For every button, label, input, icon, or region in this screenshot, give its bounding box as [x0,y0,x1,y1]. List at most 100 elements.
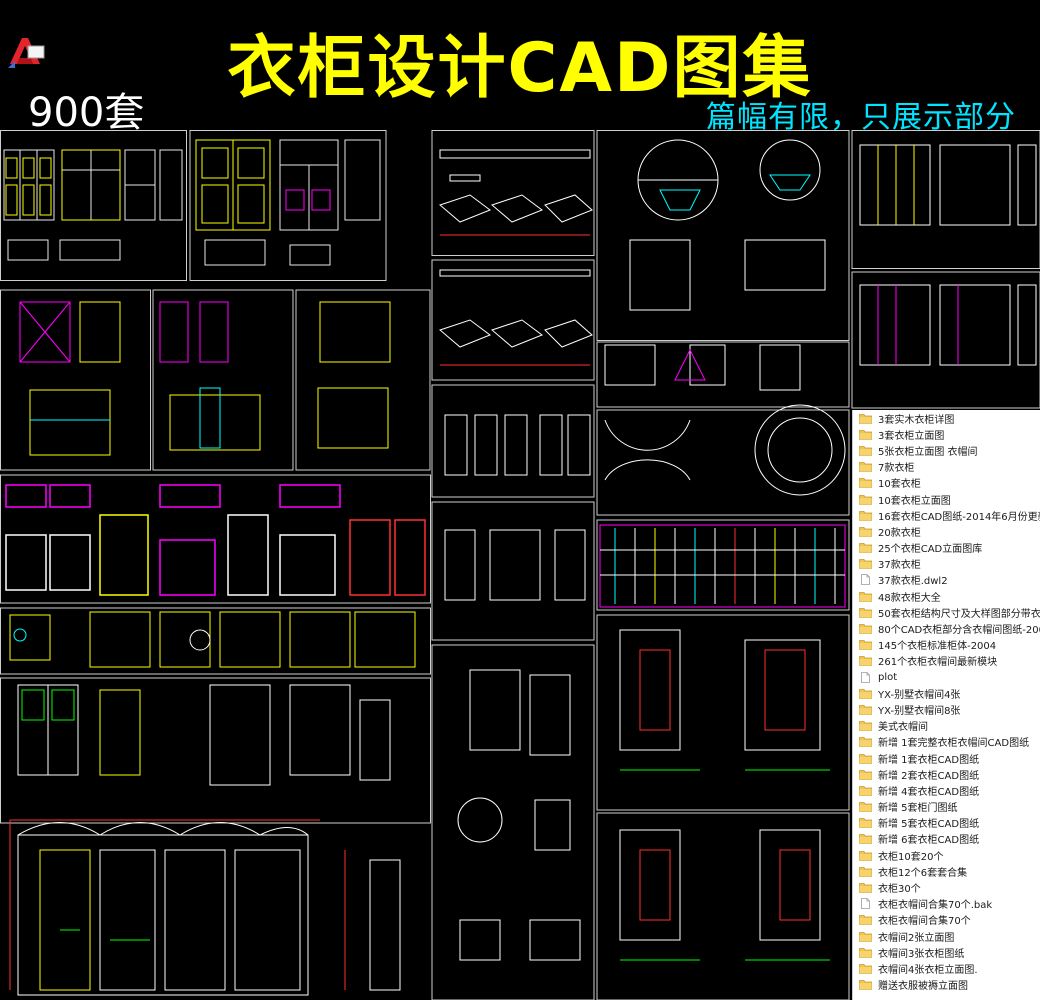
file-list-item[interactable]: 新增 2套衣柜CAD图纸 [853,766,1040,782]
file-list-item[interactable]: plot [853,669,1040,685]
folder-icon [859,737,872,748]
file-list-item-label: 7款衣柜 [878,463,915,475]
file-list-item-label: 衣柜衣帽间合集70个 [878,916,971,928]
file-list-item-label: 37款衣柜.dwl2 [878,576,948,588]
folder-icon [859,947,872,958]
file-list-item[interactable]: YX-别墅衣帽间4张 [853,685,1040,701]
cad-panel [431,259,595,381]
cad-panel [431,644,595,1000]
file-list-item-label: 新增 5套柜门图纸 [878,803,958,815]
folder-icon [859,494,872,505]
cad-panel [0,130,187,281]
file-list-item-label: 3套衣柜立面图 [878,430,945,442]
file-list-item[interactable]: 80个CAD衣柜部分含衣帽间图纸-2004 [853,620,1040,636]
notice-text: 篇幅有限，只展示部分 [706,100,1016,135]
file-list-item[interactable]: 衣柜衣帽间合集70个.bak [853,896,1040,912]
file-list-item-label: 5张衣柜立面图 衣帽间 [878,446,978,458]
folder-icon [859,931,872,942]
cad-panel [596,519,850,611]
file-list-item-label: 衣柜衣帽间合集70个.bak [878,900,993,912]
file-list-item[interactable]: 新增 5套柜门图纸 [853,799,1040,815]
folder-icon [859,559,872,570]
folder-icon [859,802,872,812]
file-list-item[interactable]: 衣帽间2张立面图 [853,928,1040,944]
folder-icon [859,543,872,553]
file-list-item[interactable]: 衣柜10套20个 [853,847,1040,863]
file-list-item[interactable]: 新增 5套衣柜CAD图纸 [853,815,1040,831]
file-list-item-label: 10套衣柜立面图 [878,495,951,507]
cad-panel [295,289,431,471]
file-list-item[interactable]: 美式衣帽间 [853,718,1040,734]
folder-icon [859,640,872,651]
set-count: 900套 [28,90,145,136]
file-list-item[interactable]: 衣柜30个 [853,879,1040,895]
file-icon [861,898,870,910]
file-list-item[interactable]: 37款衣柜.dwl2 [853,572,1040,588]
file-list-item-label: 衣柜30个 [878,884,921,896]
file-list-item-label: 50套衣柜结构尺寸及大样图部分带衣帽... [878,608,1040,620]
file-list-item[interactable]: 10套衣柜立面图 [853,491,1040,507]
file-list-item[interactable]: 10套衣柜 [853,475,1040,491]
file-list-item-label: 261个衣柜衣帽间最新模块 [878,657,998,669]
folder-icon [859,883,872,893]
cad-thumbnail-grid [599,524,846,608]
cad-panel [596,341,850,408]
file-list-item[interactable]: 3套衣柜立面图 [853,426,1040,442]
cad-preview-mosaic [0,130,1040,1000]
folder-icon [859,721,872,732]
file-list-item[interactable]: 衣柜12个6套套合集 [853,863,1040,879]
page-title: 衣柜设计CAD图集 [227,29,813,108]
folder-icon [859,429,872,440]
file-list-item[interactable]: 5张衣柜立面图 衣帽间 [853,442,1040,458]
cad-panel [596,409,850,516]
folder-icon [859,818,872,829]
file-list-item[interactable]: YX-别墅衣帽间8张 [853,701,1040,717]
cad-panel [0,474,431,604]
file-list-item-label: 衣帽间2张立面图 [878,932,955,944]
file-list-item[interactable]: 50套衣柜结构尺寸及大样图部分带衣帽... [853,604,1040,620]
file-list-item[interactable]: 衣帽间3张衣柜图纸 [853,944,1040,960]
folder-icon [859,834,872,845]
folder-icon [859,413,872,424]
file-list-item[interactable]: 赠送衣服被褥立面图 [853,977,1040,993]
folder-icon [859,478,872,489]
file-list-item[interactable]: 新增 1套衣柜CAD图纸 [853,750,1040,766]
cad-panel [0,289,151,471]
file-list-item[interactable]: 新增 1套完整衣柜衣帽间CAD图纸 [853,734,1040,750]
file-list-item-label: 16套衣柜CAD图纸-2014年6月份更新 [878,511,1040,523]
folder-icon [859,446,872,456]
file-list-item-label: 美式衣帽间 [878,722,928,734]
file-list-item[interactable]: 新增 4套衣柜CAD图纸 [853,782,1040,798]
file-list-item-label: 衣柜10套20个 [878,851,944,863]
file-list-item[interactable]: 3套实木衣柜详图 [853,410,1040,426]
folder-icon [859,510,872,521]
file-list-item-label: 48款衣柜大全 [878,592,941,604]
file-list-item-label: 新增 6套衣柜CAD图纸 [878,835,980,847]
folder-icon [859,980,872,991]
folder-icon [859,607,872,618]
cad-panel [189,130,387,281]
folder-icon [859,915,872,926]
file-list-item-label: 新增 1套完整衣柜衣帽间CAD图纸 [878,738,1030,750]
file-list-item[interactable]: 7款衣柜 [853,459,1040,475]
file-list-item[interactable]: 衣柜衣帽间合集70个 [853,912,1040,928]
file-list-item[interactable]: 261个衣柜衣帽间最新模块 [853,653,1040,669]
file-list-item-label: 新增 4套衣柜CAD图纸 [878,786,980,798]
file-list-item-label: 衣帽间4张衣柜立面图. [878,964,978,976]
file-list-item[interactable]: 16套衣柜CAD图纸-2014年6月份更新 [853,507,1040,523]
file-list-item[interactable]: 衣帽间4张衣柜立面图. [853,960,1040,976]
autocad-logo-icon [8,38,45,68]
file-list-item[interactable]: 37款衣柜 [853,556,1040,572]
cad-panel [431,384,595,498]
file-list-item[interactable]: 20款衣柜 [853,523,1040,539]
file-list-item[interactable]: 145个衣柜标准柜体-2004 [853,637,1040,653]
folder-icon [859,527,872,537]
folder-icon [859,656,872,667]
file-list-item-label: 145个衣柜标准柜体-2004 [878,641,997,653]
file-list-item[interactable]: 新增 6套衣柜CAD图纸 [853,831,1040,847]
cad-panel [851,271,1040,409]
file-list-item-label: 新增 5套衣柜CAD图纸 [878,819,980,831]
file-list-item-label: 80个CAD衣柜部分含衣帽间图纸-2004 [878,625,1040,637]
file-list-item[interactable]: 48款衣柜大全 [853,588,1040,604]
file-list-item[interactable]: 25个衣柜CAD立面图库 [853,540,1040,556]
